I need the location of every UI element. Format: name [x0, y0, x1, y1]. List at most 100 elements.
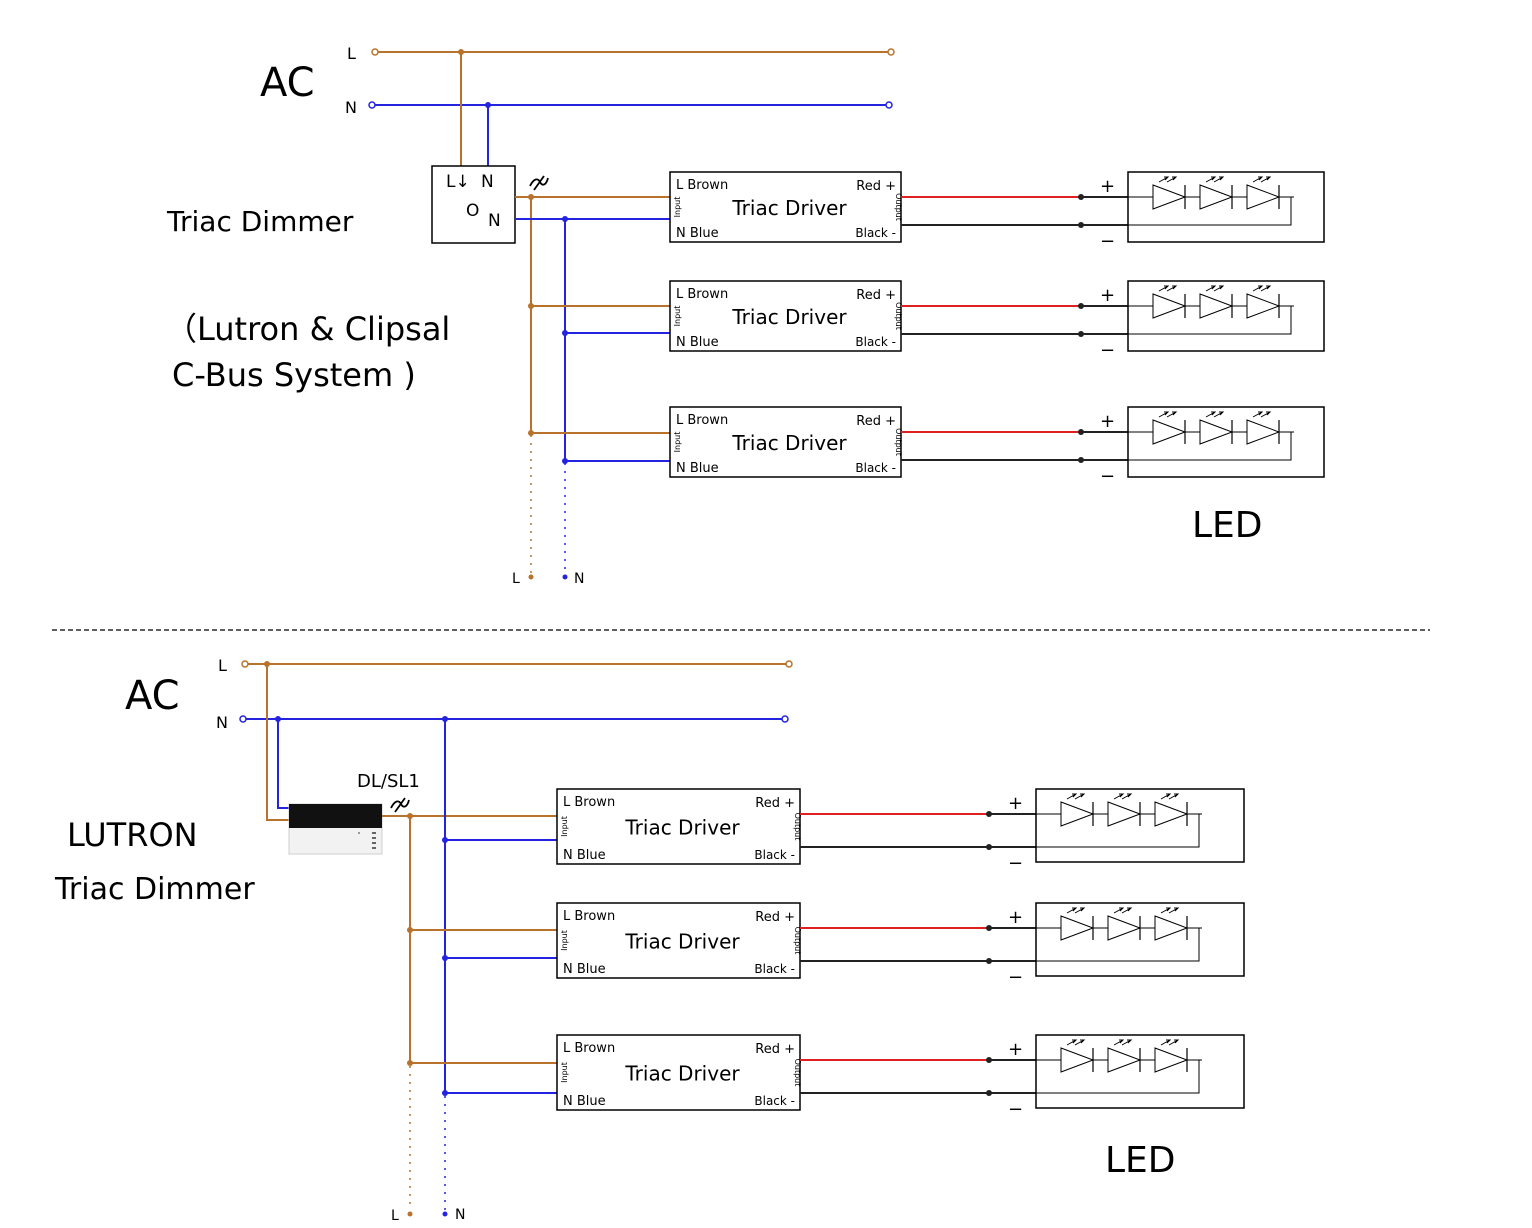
led-return-wire [1128, 196, 1292, 226]
driver-black-output-label: Black - [855, 335, 896, 349]
junction-dot [407, 927, 413, 933]
junction-dot [986, 844, 992, 850]
dimmer-l-in: L↓ [446, 172, 470, 192]
junction-dot [1078, 194, 1084, 200]
led-minus-label: − [1100, 340, 1115, 361]
bottom-dimmer-label: Triac Dimmer [54, 872, 255, 907]
led-diode-icon [1152, 411, 1200, 445]
driver-red-output-label: Red + [755, 910, 795, 925]
triac-driver-box [556, 788, 801, 865]
junction-dot [407, 813, 413, 819]
driver-l-input-label: L Brown [563, 795, 615, 810]
driver-black-output-label: Black - [754, 848, 795, 862]
junction-dot [528, 430, 534, 436]
top-l-label: L [347, 44, 356, 63]
junction-dot [458, 49, 464, 55]
driver-red-output-label: Red + [856, 179, 896, 194]
led-return-wire [1036, 1059, 1200, 1094]
led-diode-icon [1152, 285, 1200, 319]
driver-l-input-label: L Brown [676, 413, 728, 428]
triac-driver-box [669, 171, 902, 243]
top-bottom-l: L [512, 571, 520, 587]
terminal-dot [368, 101, 376, 109]
terminal-dot [562, 574, 568, 580]
junction-dot [986, 811, 992, 817]
junction-dot [442, 1090, 448, 1096]
bottom-dimmer-brand: LUTRON [67, 816, 198, 854]
led-diode-icon [1199, 285, 1247, 319]
led-plus-label: + [1100, 285, 1115, 306]
driver-output-tag: Output [894, 193, 903, 221]
driver-input-tag: Input [560, 930, 569, 951]
led-return-wire [1128, 305, 1292, 335]
junction-dot [442, 837, 448, 843]
bottom-ac-label: AC [125, 673, 180, 719]
driver-output-tag: Output [793, 813, 802, 841]
lutron-model: DL/SL1 [357, 771, 420, 792]
led-diode-icon [1107, 1039, 1155, 1073]
junction-dot [1078, 303, 1084, 309]
bottom-led-label: LED [1105, 1140, 1176, 1181]
bottom-bottom-n: N [455, 1207, 465, 1223]
terminal-dot [885, 101, 893, 109]
driver-n-input-label: N Blue [676, 335, 719, 350]
junction-dot [986, 958, 992, 964]
terminal-dot [239, 715, 247, 723]
lutron-neutral-feed [277, 719, 290, 809]
driver-n-input-label: N Blue [563, 848, 606, 863]
junction-dot [562, 330, 568, 336]
led-diode-icon [1060, 1039, 1108, 1073]
lutron-live-feed [266, 664, 290, 821]
junction-dot [275, 716, 281, 722]
driver-n-input-label: N Blue [676, 226, 719, 241]
top-dimmer-note-1: （Lutron & Clipsal [165, 310, 450, 348]
triac-driver-box [556, 1034, 801, 1111]
top-led-label: LED [1192, 505, 1263, 546]
led-diode-icon [1060, 793, 1108, 827]
led-diode-icon [1152, 176, 1200, 210]
led-diode-icon [1199, 176, 1247, 210]
led-plus-label: + [1100, 176, 1115, 197]
bottom-n-label: N [216, 713, 228, 732]
junction-dot [986, 925, 992, 931]
driver-black-output-label: Black - [855, 461, 896, 475]
junction-dot [528, 303, 534, 309]
driver-title: Triac Driver [624, 1062, 740, 1086]
driver-title: Triac Driver [624, 816, 740, 840]
driver-black-output-label: Black - [855, 226, 896, 240]
driver-input-tag: Input [673, 306, 682, 327]
driver-l-input-label: L Brown [563, 1041, 615, 1056]
driver-output-tag: Output [894, 428, 903, 456]
driver-title: Triac Driver [731, 196, 847, 220]
triac-driver-box [556, 902, 801, 979]
top-ac-label: AC [260, 60, 315, 106]
led-return-wire [1036, 927, 1200, 962]
terminal-dot [241, 660, 249, 668]
terminal-dot [781, 715, 789, 723]
driver-output-tag: Output [793, 1059, 802, 1087]
lutron-dimmer-device [288, 803, 383, 855]
led-diode-icon [1199, 411, 1247, 445]
driver-input-tag: Input [560, 816, 569, 837]
junction-dot [986, 1090, 992, 1096]
junction-dot [562, 216, 568, 222]
triac-driver-box [669, 280, 902, 352]
junction-dot [986, 1057, 992, 1063]
junction-dot [1078, 331, 1084, 337]
junction-dot [562, 458, 568, 464]
terminal-dot [442, 1211, 448, 1217]
led-plus-label: + [1100, 411, 1115, 432]
junction-dot [442, 716, 448, 722]
driver-red-output-label: Red + [755, 1042, 795, 1057]
led-return-wire [1128, 431, 1292, 461]
led-return-wire [1036, 813, 1200, 848]
terminal-dot [528, 574, 534, 580]
dimmer-symbol-icon [390, 797, 410, 813]
dimmer-n-out: N [488, 211, 501, 231]
bottom-section: AC L N DL/SL1 LUTRON Triac Dimmer [54, 656, 1176, 1224]
driver-title: Triac Driver [731, 305, 847, 329]
